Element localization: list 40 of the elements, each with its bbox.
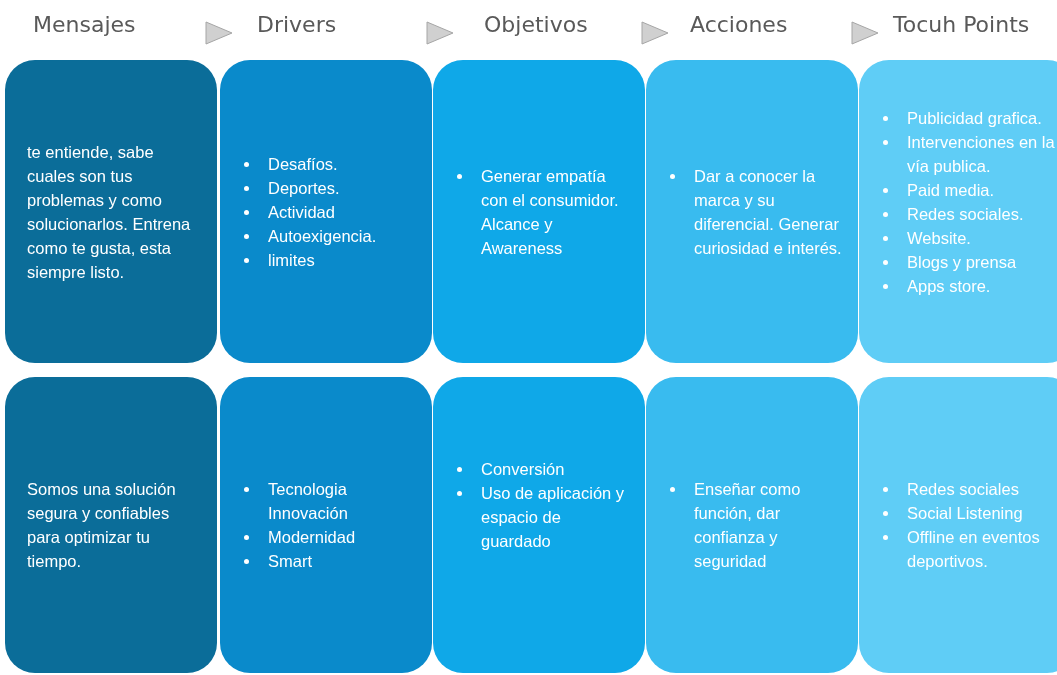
bullet-item: Blogs y prensa [907,251,1018,273]
bullet-item: Website. [907,227,972,249]
bullet-item: Apps store. [907,275,992,297]
content-card [646,377,858,673]
bullet-item: Desafíos. [268,153,339,175]
bullet-item: Paid media. [907,179,996,201]
bullet-item: Deportes. [268,177,341,199]
content-card [5,60,217,363]
message-text: te entiende, sabe cuales son tus problemas y como solucionarlos. Entrena como te gusta, esta siempre listo. [27,141,192,283]
column-header: Drivers [257,12,337,37]
content-card [220,60,432,363]
bullet-item: Social Listening [907,503,1024,524]
bullet-item: Uso de aplicación y espacio de guardado [481,483,626,552]
content-card [5,377,217,673]
column-header: Acciones [690,12,788,37]
bullet-item: Dar a conocer la marca y su diferencial. Generar curiosidad e interés. [694,165,843,259]
bullet-item: Enseñar como función, dar confianza y seguridad [694,479,802,572]
bullet-item: Generar empatía con el consumidor. Alcance y Awareness [481,165,620,259]
content-card [433,60,645,363]
bullet-item: Intervenciones en la vía publica. [907,131,1056,177]
bullet-item: Tecnologia Innovación [268,479,349,524]
content-card [433,377,645,673]
content-card [859,377,1057,673]
bullet-item: Redes sociales. [907,203,1025,225]
bullet-item: Redes sociales [907,479,1020,500]
bullet-item: Publicidad grafica. [907,107,1043,129]
bullet-item: Smart [268,551,313,572]
content-card [859,60,1057,363]
column-header: Tocuh Points [893,12,1030,37]
column-header: Mensajes [33,12,136,37]
content-card [220,377,432,673]
message-text: Somos una solución segura y confiables para optimizar tu tiempo. [27,479,177,572]
bullet-item: Autoexigencia. [268,225,378,247]
bullet-item: limites [268,249,316,271]
bullet-item: Actividad [268,201,336,223]
bullet-item: Conversión [481,459,566,480]
column-header: Objetivos [484,12,588,37]
bullet-item: Offline en eventos deportivos. [907,527,1041,572]
bullet-item: Modernidad [268,527,357,548]
content-card [646,60,858,363]
